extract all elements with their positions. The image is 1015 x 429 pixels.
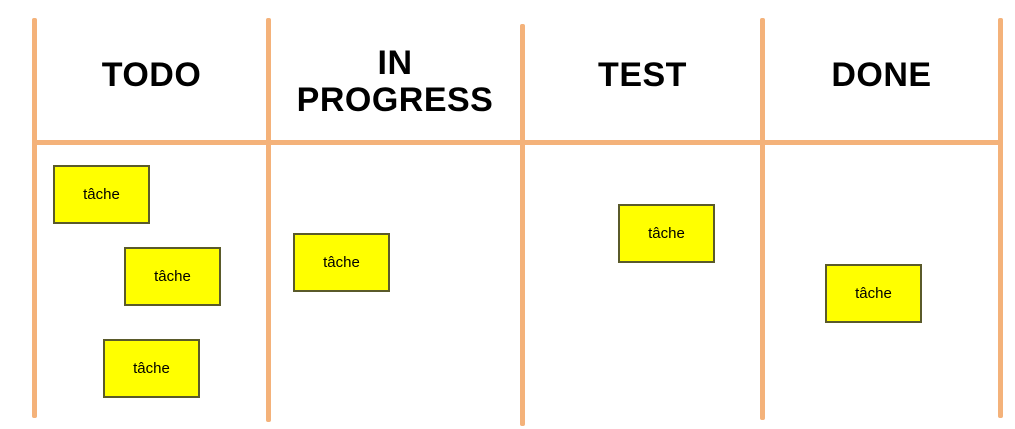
column-header-in-progress: IN PROGRESS xyxy=(296,44,494,119)
column-divider xyxy=(760,18,765,420)
task-card[interactable]: tâche xyxy=(53,165,150,224)
task-card[interactable]: tâche xyxy=(103,339,200,398)
column-header-todo: TODO xyxy=(101,55,202,94)
task-card[interactable]: tâche xyxy=(618,204,715,263)
task-card[interactable]: tâche xyxy=(825,264,922,323)
column-divider xyxy=(266,18,271,422)
header-divider xyxy=(32,140,1003,145)
column-divider xyxy=(520,24,525,426)
column-divider xyxy=(32,18,37,418)
task-card[interactable]: tâche xyxy=(293,233,390,292)
column-header-done: DONE xyxy=(831,55,932,94)
column-header-test: TEST xyxy=(598,55,687,94)
task-card[interactable]: tâche xyxy=(124,247,221,306)
column-divider xyxy=(998,18,1003,418)
